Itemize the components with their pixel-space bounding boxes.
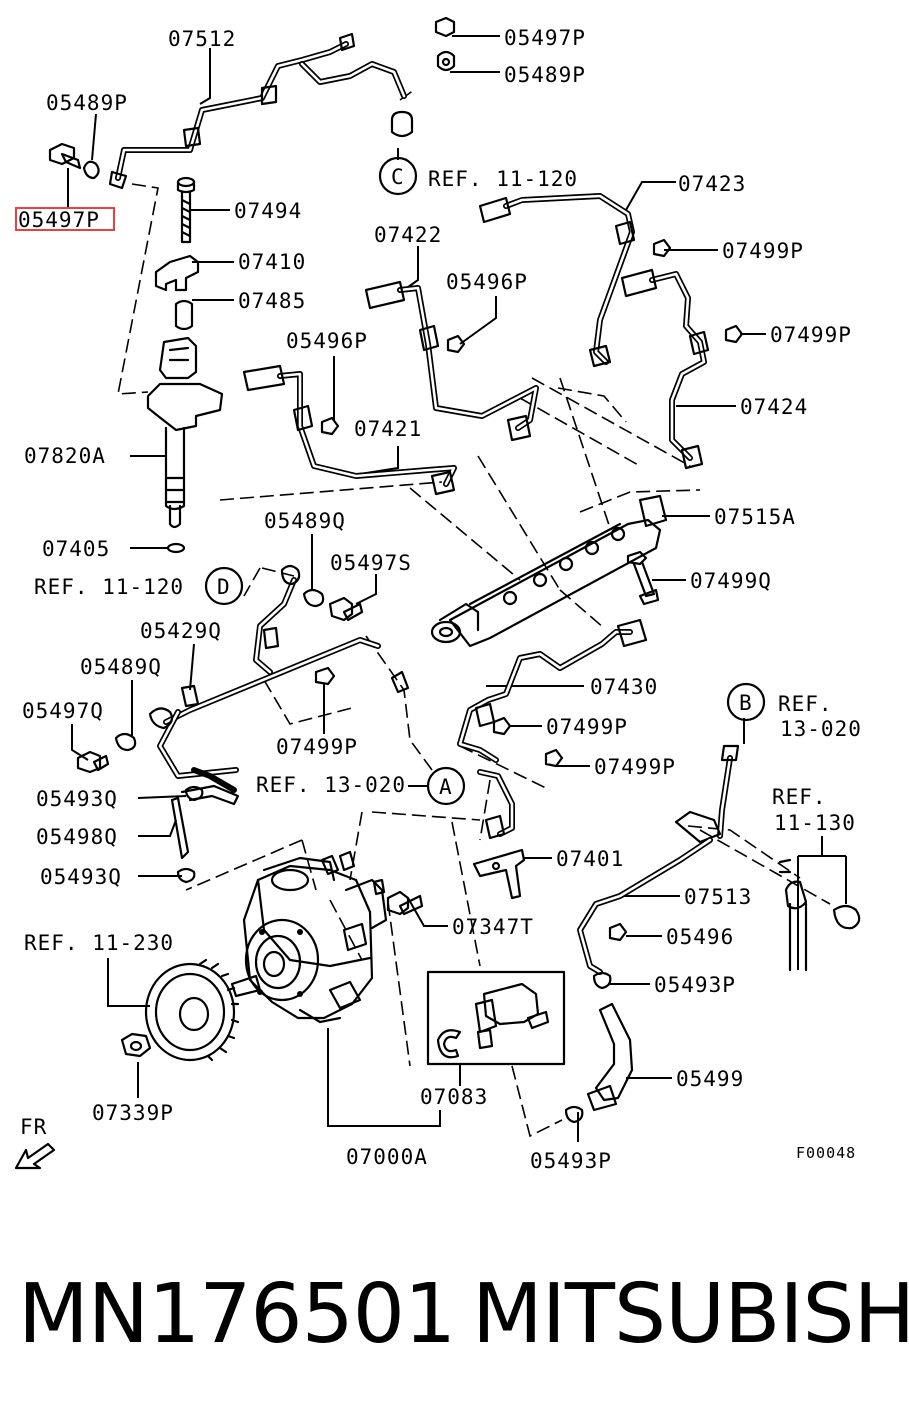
label-07499Q[interactable]: 07499Q: [690, 569, 772, 593]
label-07410[interactable]: 07410: [238, 250, 306, 274]
leak-off-pipe-07512: [108, 32, 414, 190]
bracket-07401: [472, 769, 526, 900]
label-05497P-top[interactable]: 05497P: [504, 26, 586, 50]
label-07430[interactable]: 07430: [590, 675, 658, 699]
label-05493P-a[interactable]: 05493P: [654, 973, 736, 997]
ref-b-text-1[interactable]: REF.: [778, 692, 833, 716]
label-05498Q[interactable]: 05498Q: [36, 825, 118, 849]
label-07000A[interactable]: 07000A: [346, 1145, 428, 1169]
ref-a-text[interactable]: REF. 13-020: [256, 773, 406, 797]
fuel-return-pipes: [76, 564, 410, 884]
label-07422[interactable]: 07422: [374, 223, 442, 247]
ref-c-letter[interactable]: C: [391, 165, 405, 189]
highlight-box: [15, 207, 115, 231]
injection-pipes: [242, 193, 744, 496]
ref-b-letter[interactable]: B: [739, 691, 753, 715]
label-07421[interactable]: 07421: [354, 417, 422, 441]
label-07423[interactable]: 07423: [678, 172, 746, 196]
label-07485[interactable]: 07485: [238, 289, 306, 313]
label-07820A[interactable]: 07820A: [24, 444, 106, 468]
label-07515A[interactable]: 07515A: [714, 505, 796, 529]
label-05499[interactable]: 05499: [676, 1067, 744, 1091]
label-fr: FR: [20, 1115, 47, 1139]
front-arrow-icon: [14, 1142, 56, 1170]
top-bolt-washer: [434, 16, 456, 72]
ref-11130-text-2[interactable]: 11-130: [774, 811, 856, 835]
label-05496P-b[interactable]: 05496P: [286, 329, 368, 353]
brand-name: MITSUBISHI: [472, 1267, 909, 1362]
label-07083[interactable]: 07083: [420, 1085, 488, 1109]
label-07499P-d[interactable]: 07499P: [546, 715, 628, 739]
leader-lines: [67, 35, 847, 1142]
ref-d-letter[interactable]: D: [217, 575, 231, 599]
ref-11130-text-1[interactable]: REF.: [772, 785, 827, 809]
label-05489Q-b[interactable]: 05489Q: [80, 655, 162, 679]
label-07405[interactable]: 07405: [42, 537, 110, 561]
suction-control-valve-box: [426, 970, 566, 1066]
right-side-pipes: [564, 744, 861, 1124]
label-07401[interactable]: 07401: [556, 847, 624, 871]
injector-assembly: [48, 142, 224, 554]
label-07499P-b[interactable]: 07499P: [770, 323, 852, 347]
label-07512[interactable]: 07512: [168, 27, 236, 51]
label-05493Q-a[interactable]: 05493Q: [36, 787, 118, 811]
label-07499P-a[interactable]: 07499P: [722, 239, 804, 263]
label-07494[interactable]: 07494: [234, 199, 302, 223]
ref-c-text[interactable]: REF. 11-120: [428, 167, 578, 191]
label-05489P-top[interactable]: 05489P: [504, 63, 586, 87]
fuel-pump-07000A: [230, 850, 424, 1024]
label-05496P-a[interactable]: 05496P: [446, 270, 528, 294]
label-07499P-c[interactable]: 07499P: [276, 735, 358, 759]
fuel-system-exploded-diagram: 07512 05497P 05489P 05489P 05497P 07494 …: [14, 16, 862, 1173]
common-rail-07515A: [314, 494, 668, 686]
ref-circles: [204, 156, 766, 806]
pipe-07430: [457, 618, 648, 768]
label-05493Q-b[interactable]: 05493Q: [40, 865, 122, 889]
label-05493P-b[interactable]: 05493P: [530, 1149, 612, 1173]
footer: MN176501 MITSUBISHI: [0, 1260, 909, 1380]
label-07339P[interactable]: 07339P: [92, 1101, 174, 1125]
label-07499P-e[interactable]: 07499P: [594, 755, 676, 779]
label-07347T[interactable]: 07347T: [452, 915, 534, 939]
long-bolt-icon: [176, 176, 196, 244]
ref-11230[interactable]: REF. 11-230: [24, 931, 174, 955]
part-number: MN176501: [18, 1267, 456, 1362]
label-05489Q-a[interactable]: 05489Q: [264, 509, 346, 533]
label-05497Q[interactable]: 05497Q: [22, 699, 104, 723]
label-07513[interactable]: 07513: [684, 885, 752, 909]
bolt-icon: [48, 142, 82, 170]
label-07424[interactable]: 07424: [740, 395, 808, 419]
label-05429Q[interactable]: 05429Q: [140, 619, 222, 643]
ref-b-text-2[interactable]: 13-020: [780, 717, 862, 741]
ref-d-text[interactable]: REF. 11-120: [34, 575, 184, 599]
label-05489P-left[interactable]: 05489P: [46, 91, 128, 115]
pump-sprocket: [120, 958, 240, 1062]
figure-code: F00048: [796, 1144, 856, 1162]
label-05497S[interactable]: 05497S: [330, 551, 412, 575]
part-labels: 07512 05497P 05489P 05489P 05497P 07494 …: [15, 26, 862, 1173]
label-05496[interactable]: 05496: [666, 925, 734, 949]
label-05497P-highlighted[interactable]: 05497P: [18, 208, 100, 232]
ref-a-letter[interactable]: A: [439, 775, 453, 799]
